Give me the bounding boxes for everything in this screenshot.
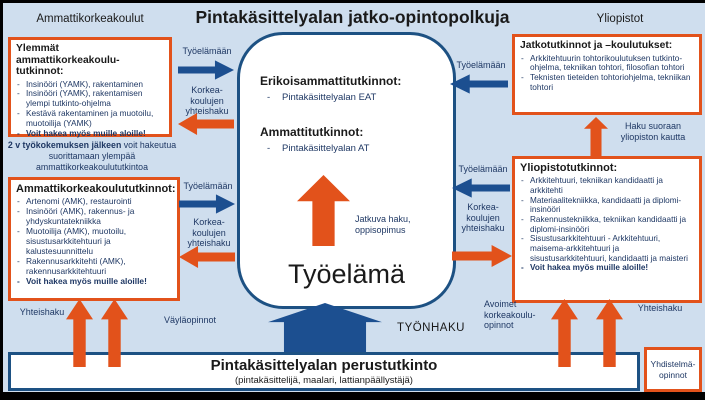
to-worklife-arrow-left-icon xyxy=(452,178,510,198)
university-degrees-box: Yliopistotutkinnot: Arkkitehtuuri, tekni… xyxy=(512,156,702,303)
frame-left xyxy=(0,0,3,400)
list-item: Pintakäsittelyalan AT xyxy=(266,143,369,154)
list-item: Sisustusarkkitehtuuri - Arkkitehtuuri, m… xyxy=(520,234,694,263)
joint-application-label: Korkea- koulujen yhteishaku xyxy=(461,202,505,234)
jobsearch-label: TYÖNHAKU xyxy=(397,322,465,334)
basic-degree-box: Pintakäsittelyalan perustutkinto (pintak… xyxy=(8,352,640,391)
vocational-degrees-heading: Ammattitutkinnot: xyxy=(260,125,364,139)
direct-application-arrow-up-icon xyxy=(584,117,608,156)
to-worklife-label: Työelämään xyxy=(182,46,232,56)
box-heading: Yliopistotutkinnot: xyxy=(520,162,618,174)
list-item: Pintakäsittelyalan EAT xyxy=(266,92,376,103)
joint-application-label: Korkea- koulujen yhteishaku xyxy=(187,217,231,249)
doctoral-degrees-box: Jatkotutkinnot ja –koulutukset: Arkkiteh… xyxy=(512,34,702,115)
work-experience-note: 2 v työkokemuksen jälkeen voit hakeutua … xyxy=(2,140,182,173)
to-worklife-label: Työelämään xyxy=(458,164,508,174)
list-item: Kestävä rakentaminen ja muotoilu, muotoi… xyxy=(16,108,164,129)
list-item: Teknisten tieteiden tohtoriohjelma, tekn… xyxy=(520,72,694,93)
joint-application-label: Yhteishaku xyxy=(19,307,65,317)
continuous-application-arrow-up-icon xyxy=(297,175,350,246)
box-heading: Ammattikorkeakoulututkinnot: xyxy=(16,183,176,195)
to-worklife-arrow-left-icon xyxy=(450,74,508,94)
amk-column-label: Ammattikorkeakoulut xyxy=(36,13,144,25)
basic-degree-subtitle: (pintakäsittelijä, maalari, lattianpääll… xyxy=(235,375,413,386)
continuous-application-label: Jatkuva haku, oppisopimus xyxy=(355,214,411,235)
to-worklife-arrow-right-icon xyxy=(178,60,234,80)
basic-degree-title: Pintakäsittelyalan perustutkinto xyxy=(210,357,438,374)
list-item: Voit hakea myös muille aloille! xyxy=(16,128,164,139)
frame-bottom xyxy=(0,392,705,400)
amk-degrees-box: Ammattikorkeakoulututkinnot: Artenomi (A… xyxy=(8,177,180,301)
joint-application-label: Korkea- koulujen yhteishaku xyxy=(185,85,229,117)
university-column-label: Yliopistot xyxy=(596,13,644,25)
yamk-degrees-box: Ylemmät ammattikorkeakoulu-tutkinnot: In… xyxy=(8,37,172,139)
combined-studies-box: Yhdistelmä- opinnot xyxy=(644,347,702,392)
joint-application-arrow-right-icon xyxy=(452,244,512,268)
to-worklife-label: Työelämään xyxy=(456,60,506,70)
specialist-degrees-heading: Erikoisammattitutkinnot: xyxy=(260,74,402,88)
combined-studies-label: Yhdistelmä- opinnot xyxy=(650,358,696,380)
list-item: Arkkitehtuuri, tekniikan kandidaatti ja … xyxy=(520,176,694,195)
open-university-label: Avoimet korkeakoulu- opinnot xyxy=(484,299,536,331)
note-bold-part: 2 v työkokemuksen jälkeen xyxy=(7,140,122,150)
to-worklife-label: Työelämään xyxy=(183,181,233,191)
jobsearch-arrow-up-icon xyxy=(268,303,382,352)
list-item: Artenomi (AMK), restaurointi xyxy=(16,196,172,207)
list-item: Insinööri (AMK), rakennus- ja yhdyskunta… xyxy=(16,206,172,227)
box-heading: Jatkotutkinnot ja –koulutukset: xyxy=(520,40,673,51)
page-title: Pintakäsittelyalan jatko-opintopolkuja xyxy=(195,7,510,27)
list-item: Voit hakea myös muille aloille! xyxy=(520,263,694,273)
list-item: Rakennustekniikka, tekniikan kandidaatti… xyxy=(520,215,694,234)
pathway-studies-label: Väyläopinnot xyxy=(163,315,217,325)
worklife-label: Työelämä xyxy=(287,259,406,289)
to-worklife-arrow-right-icon xyxy=(179,194,235,214)
center-pathways-box: Erikoisammattitutkinnot: Pintakäsittelya… xyxy=(237,32,456,309)
list-item: Insinööri (YAMK), rakentaminen xyxy=(16,79,164,90)
note-rest: voit hakeutua suorittamaan ylempää ammat… xyxy=(36,140,177,172)
box-heading: Ylemmät ammattikorkeakoulu-tutkinnot: xyxy=(16,43,120,78)
frame-top xyxy=(0,0,705,3)
list-item: Voit hakea myös muille aloille! xyxy=(16,276,172,287)
joint-application-label: Yhteishaku xyxy=(637,303,683,313)
list-item: Rakennusarkkitehti (AMK), rakennusarkkit… xyxy=(16,256,172,277)
direct-application-label: Haku suoraan yliopiston kautta xyxy=(620,121,686,142)
list-item: Arkkitehtuurin tohtorikoulutuksen tutkin… xyxy=(520,53,694,74)
list-item: Materiaalitekniikka, kandidaatti ja dipl… xyxy=(520,196,694,215)
list-item: Insinööri (YAMK), rakentamisen ylempi tu… xyxy=(16,89,164,109)
list-item: Muotoilija (AMK), muotoilu, sisustusarkk… xyxy=(16,226,172,257)
